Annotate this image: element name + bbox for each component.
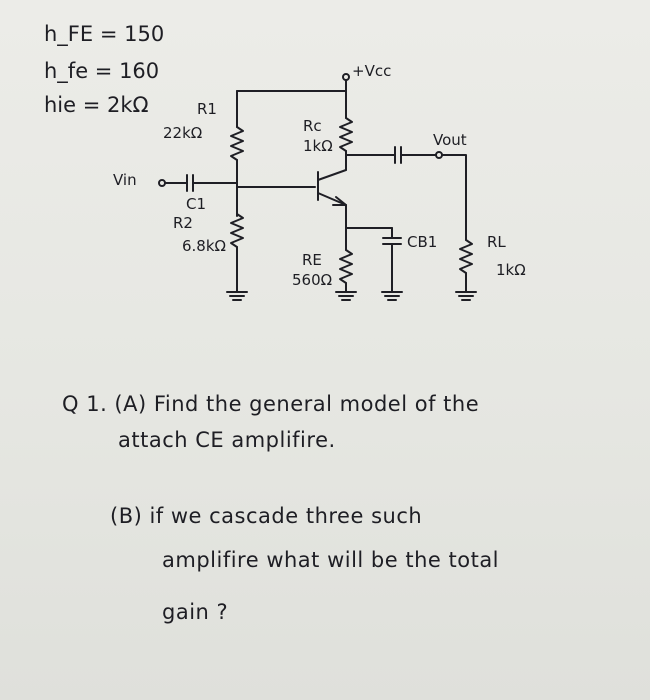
vcc-label: +Vcc	[352, 62, 392, 80]
question-1a-line-2: attach CE amplifire.	[118, 428, 336, 452]
rl-ground	[455, 291, 477, 301]
rc-name-label: Rc	[303, 117, 322, 135]
r2-name-label: R2	[173, 214, 193, 232]
param-hie: hie = 2kΩ	[44, 93, 149, 117]
question-1b-line-3: gain ?	[162, 600, 229, 624]
r2-ground	[226, 291, 248, 301]
re-value-label: 560Ω	[292, 271, 333, 289]
r1-name-label: R1	[197, 100, 217, 118]
rl-wire-top	[441, 154, 467, 241]
cb1-ground	[381, 291, 403, 301]
transistor-collector-lead	[317, 169, 347, 181]
r1-resistor	[230, 126, 244, 161]
rc-resistor	[339, 117, 353, 152]
r1-value-label: 22kΩ	[163, 124, 203, 142]
re-resistor	[339, 249, 353, 284]
rl-value-label: 1kΩ	[496, 261, 526, 279]
re-ground	[335, 291, 357, 301]
transistor-emitter-lead	[317, 192, 347, 206]
rl-resistor	[459, 239, 473, 274]
cb1-label: CB1	[407, 233, 438, 251]
r2-value-label: 6.8kΩ	[182, 237, 227, 255]
vin-label: Vin	[113, 171, 137, 189]
question-1a-line-1: Q 1. (A) Find the general model of the	[62, 392, 480, 416]
rc-value-label: 1kΩ	[303, 137, 333, 155]
param-hfe-ac: h_fe = 160	[44, 59, 160, 83]
param-hfe-dc: h_FE = 150	[44, 22, 165, 46]
re-name-label: RE	[302, 251, 322, 269]
vout-label: Vout	[433, 131, 467, 149]
question-1b-line-1: (B) if we cascade three such	[110, 504, 423, 528]
question-1b-line-2: amplifire what will be the total	[162, 548, 500, 572]
emitter-node	[345, 204, 393, 229]
r2-resistor	[230, 213, 244, 248]
rl-name-label: RL	[487, 233, 506, 251]
c1-label: C1	[186, 195, 207, 213]
